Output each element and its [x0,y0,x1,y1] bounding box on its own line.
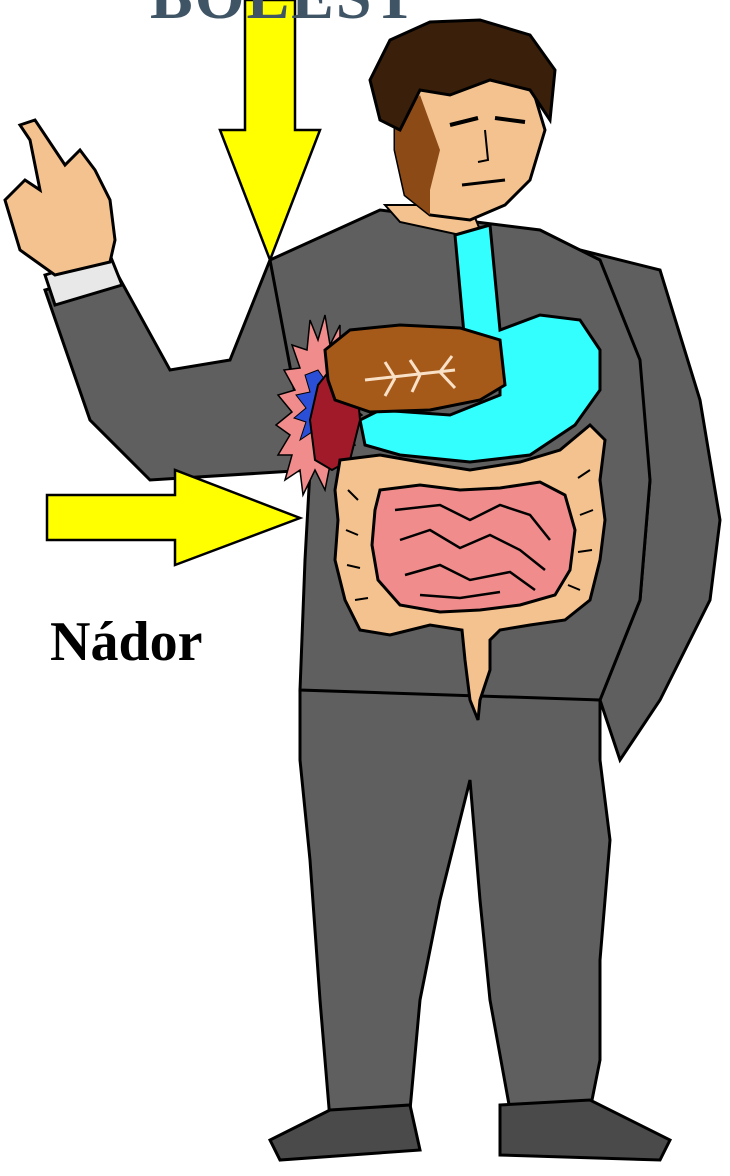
left-shoe [270,1105,420,1160]
tumor-label: Nádor [50,610,202,674]
hand [5,120,115,275]
small-intestine [372,482,575,612]
diagram-title: BOLEST [150,0,418,34]
down-arrow [220,0,320,260]
trousers [300,690,610,1120]
right-shoe [500,1100,670,1160]
right-arrow [47,470,300,565]
